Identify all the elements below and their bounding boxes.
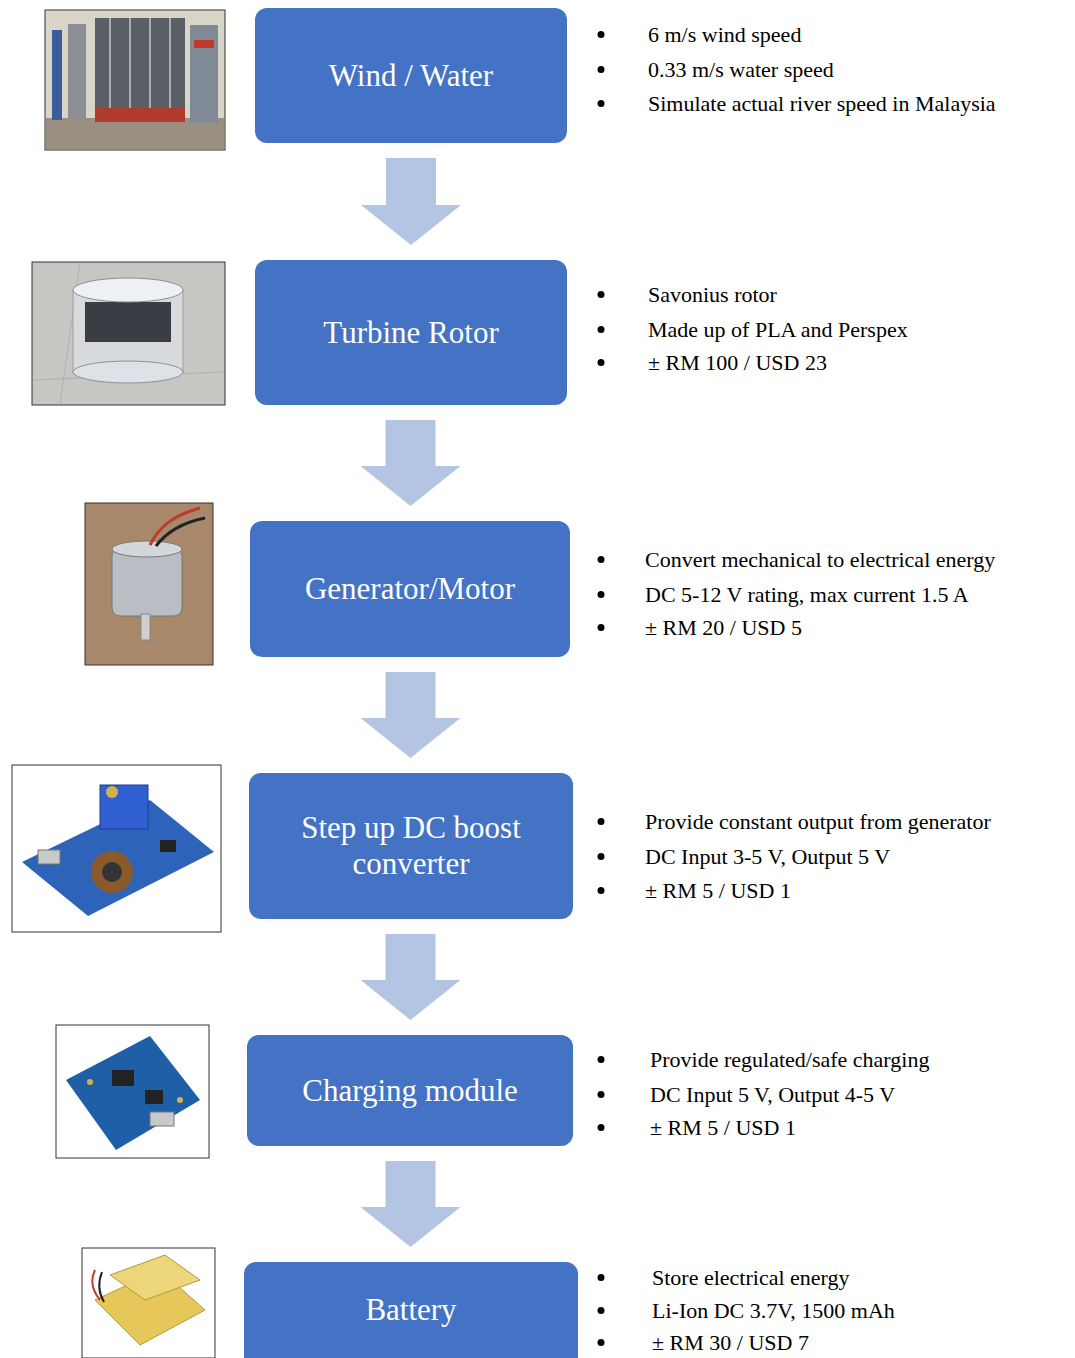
block-arrow xyxy=(361,420,461,506)
process-box: Turbine Rotor xyxy=(255,260,567,405)
bullet-dot xyxy=(598,1091,605,1098)
bullet-text: ± RM 5 / USD 1 xyxy=(645,878,791,903)
block-arrow xyxy=(361,934,461,1020)
box-label: Generator/Motor xyxy=(305,571,515,607)
block-arrow xyxy=(361,1161,461,1247)
bullet-text: DC Input 3-5 V, Output 5 V xyxy=(645,844,890,869)
bullet-text: ± RM 30 / USD 7 xyxy=(652,1330,809,1355)
bullet-text: Provide constant output from generator xyxy=(645,809,991,834)
box-label: Battery xyxy=(365,1292,456,1328)
bullet-dot xyxy=(598,291,605,298)
bullet-text: Simulate actual river speed in Malaysia xyxy=(648,91,996,116)
bullet-dot xyxy=(598,66,605,73)
process-box: Charging module xyxy=(247,1035,573,1146)
bullet-text: DC Input 5 V, Output 4-5 V xyxy=(650,1082,895,1107)
bullet-dot xyxy=(598,591,605,598)
bullet-dot xyxy=(598,326,605,333)
bullet-dot xyxy=(598,1124,605,1131)
process-box: Battery xyxy=(244,1262,578,1358)
box-label: Turbine Rotor xyxy=(323,315,498,351)
block-arrow xyxy=(361,672,461,758)
bullet-dot xyxy=(598,887,605,894)
bullet-text: 0.33 m/s water speed xyxy=(648,57,834,82)
battery-photo xyxy=(82,1248,215,1358)
process-box: Wind / Water xyxy=(255,8,567,143)
motor-photo xyxy=(85,503,213,665)
bullet-dot xyxy=(598,556,605,563)
bullet-text: ± RM 20 / USD 5 xyxy=(645,615,802,640)
box-label: Charging module xyxy=(302,1073,518,1109)
bullet-text: 6 m/s wind speed xyxy=(648,22,801,47)
bullet-text: Store electrical energy xyxy=(652,1265,850,1290)
bullet-text: ± RM 5 / USD 1 xyxy=(650,1115,796,1140)
box-label: Wind / Water xyxy=(329,58,493,94)
bullet-text: Savonius rotor xyxy=(648,282,777,307)
bullet-dot xyxy=(598,1339,605,1346)
bullet-dot xyxy=(598,624,605,631)
bullet-dot xyxy=(598,853,605,860)
rotor-photo xyxy=(32,262,225,405)
boost-converter-photo xyxy=(12,765,221,932)
bullet-dot xyxy=(598,31,605,38)
process-box: Step up DC boost converter xyxy=(249,773,573,919)
box-label: Step up DC boost converter xyxy=(265,810,557,881)
bullet-dot xyxy=(598,818,605,825)
bullet-text: ± RM 100 / USD 23 xyxy=(648,350,827,375)
charging-module-photo xyxy=(56,1025,209,1158)
lab-photo xyxy=(45,10,225,150)
process-box: Generator/Motor xyxy=(250,521,570,657)
bullet-text: DC 5-12 V rating, max current 1.5 A xyxy=(645,582,969,607)
bullet-text: Provide regulated/safe charging xyxy=(650,1047,929,1072)
bullet-dot xyxy=(598,1056,605,1063)
bullet-text: Convert mechanical to electrical energy xyxy=(645,547,995,572)
bullet-dot xyxy=(598,1274,605,1281)
bullet-dot xyxy=(598,1307,605,1314)
bullet-text: Li-Ion DC 3.7V, 1500 mAh xyxy=(652,1298,895,1323)
block-arrow xyxy=(361,158,461,245)
bullet-dot xyxy=(598,100,605,107)
bullet-dot xyxy=(598,359,605,366)
bullet-text: Made up of PLA and Perspex xyxy=(648,317,908,342)
